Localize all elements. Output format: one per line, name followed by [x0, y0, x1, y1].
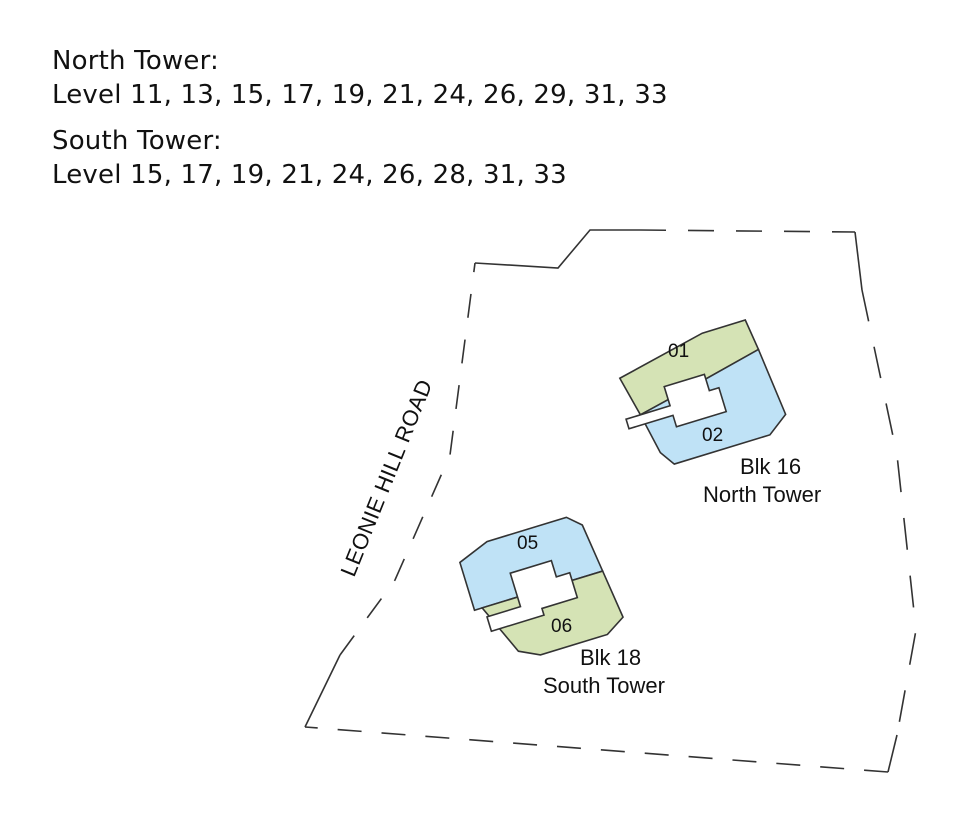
- site-boundary: [304, 229, 917, 773]
- road-label: LEONIE HILL ROAD: [335, 376, 437, 580]
- unit-label-01: 01: [668, 341, 689, 362]
- blk-18-south-tower: [458, 516, 624, 656]
- north-tower-levels: Level 11, 13, 15, 17, 19, 21, 24, 26, 29…: [52, 80, 668, 110]
- core-cutout-south: [486, 559, 579, 633]
- north-tower-heading: North Tower:: [52, 46, 220, 76]
- blk-18-tower-label: South Tower: [543, 673, 665, 698]
- unit-label-02: 02: [702, 425, 723, 446]
- blk-18-label: Blk 18: [580, 645, 641, 670]
- blk-16-label: Blk 16: [740, 454, 801, 479]
- core-cutout: [625, 373, 728, 430]
- boundary-solid-top: [474, 229, 640, 269]
- south-tower-levels: Level 15, 17, 19, 21, 24, 26, 28, 31, 33: [52, 160, 567, 190]
- unit-label-06: 06: [551, 616, 572, 637]
- blk-16-north-tower: [618, 319, 787, 465]
- boundary-solid-right-corner: [887, 734, 898, 773]
- boundary-dash-top: [639, 229, 856, 233]
- boundary-dash-bottom: [304, 726, 889, 773]
- boundary-solid-top-right: [854, 231, 863, 291]
- unit-label-05: 05: [517, 533, 538, 554]
- south-tower-heading: South Tower:: [52, 126, 222, 156]
- boundary-dash-right: [861, 289, 917, 736]
- boundary-solid-left-bottom: [304, 654, 341, 728]
- blk-16-tower-label: North Tower: [703, 482, 821, 507]
- boundary-dash-left: [339, 262, 476, 656]
